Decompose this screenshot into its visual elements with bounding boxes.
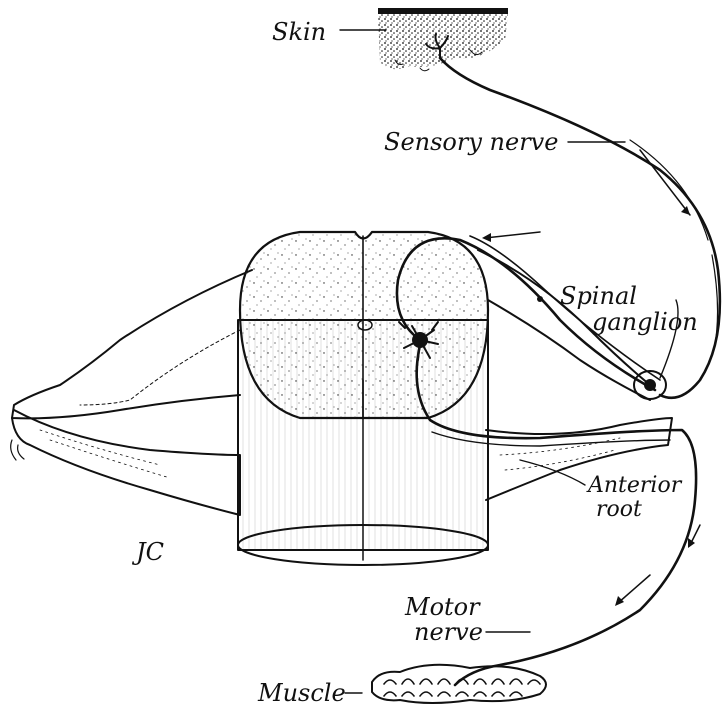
motor-direction-arrow: [615, 575, 650, 606]
label-motor-nerve-line1: Motor: [404, 593, 481, 621]
label-anterior-root-line2: root: [596, 497, 642, 522]
label-spinal-ganglion-line1: Spinal: [560, 282, 637, 310]
label-sensory-nerve: Sensory nerve: [384, 128, 558, 156]
label-motor-nerve-line2: nerve: [414, 618, 483, 646]
monogram: JC: [131, 538, 164, 566]
label-spinal-ganglion-line2: ganglion: [592, 308, 698, 336]
muscle: [372, 665, 546, 703]
spinal-cord: [238, 232, 488, 565]
sensory-direction-arrow: [640, 150, 690, 215]
sensory-direction-arrow: [482, 232, 540, 242]
label-muscle: Muscle: [257, 679, 346, 705]
label-skin: Skin: [272, 18, 326, 46]
left-nerve-trunk: [11, 270, 252, 515]
ganglion-marker-dot: [537, 296, 543, 302]
label-anterior-root-line1: Anterior: [586, 473, 683, 498]
